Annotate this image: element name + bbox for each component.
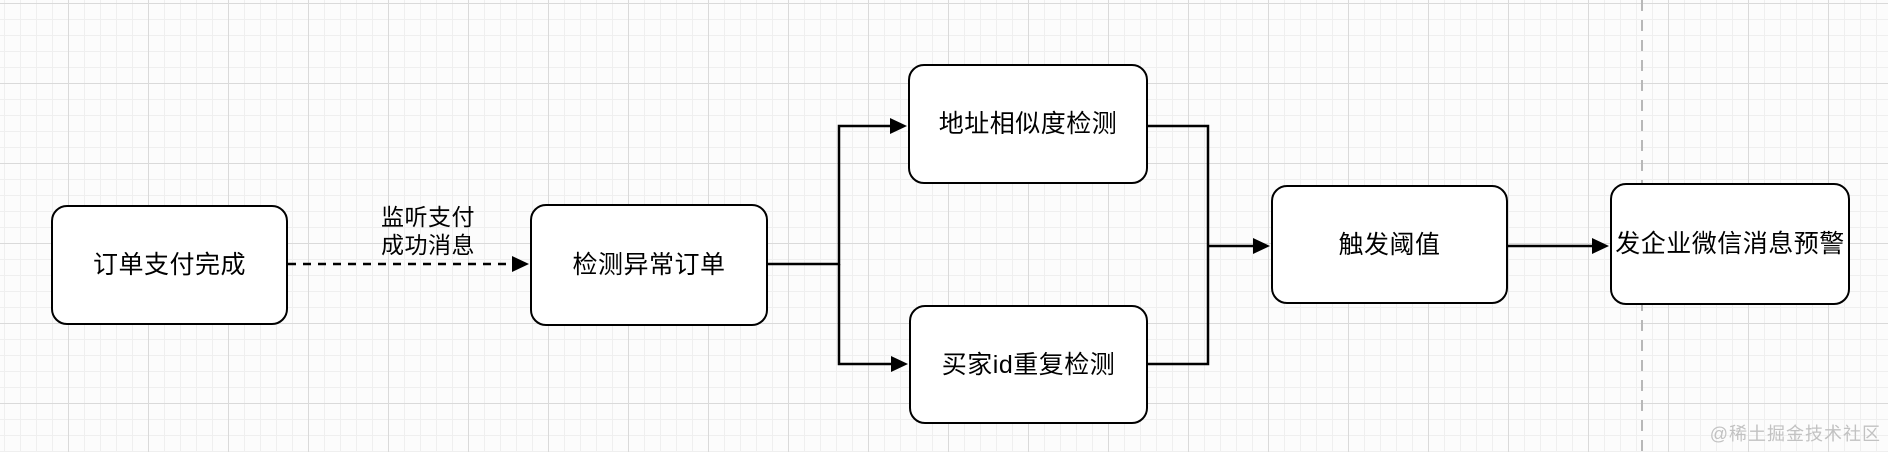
edge-label-listen-payment-success: 监听支付 成功消息 [381, 204, 475, 258]
node-buyer-id-duplicate-check: 买家id重复检测 [909, 305, 1148, 424]
node-address-similarity-check: 地址相似度检测 [908, 64, 1148, 184]
node-order-payment-complete: 订单支付完成 [51, 205, 288, 325]
edge-detect-to-buyer-id-check [837, 264, 891, 366]
arrowhead-into-detect [512, 256, 529, 272]
arrowhead-into-threshold [1253, 238, 1270, 254]
arrowhead-into-buyer-id-check [891, 356, 908, 372]
watermark: @稀土掘金技术社区 [1709, 424, 1881, 444]
arrowhead-into-wecom-alert [1592, 238, 1609, 254]
node-send-wecom-alert: 发企业微信消息预警 [1610, 183, 1850, 305]
edge-buyer-id-check-to-merge [1148, 246, 1210, 366]
node-trigger-threshold: 触发阈值 [1271, 185, 1508, 304]
node-detect-abnormal-order: 检测异常订单 [530, 204, 768, 326]
arrowhead-into-address-check [890, 118, 907, 134]
edge-address-check-to-merge [1148, 124, 1210, 246]
edge-detect-to-address-check [768, 124, 890, 266]
